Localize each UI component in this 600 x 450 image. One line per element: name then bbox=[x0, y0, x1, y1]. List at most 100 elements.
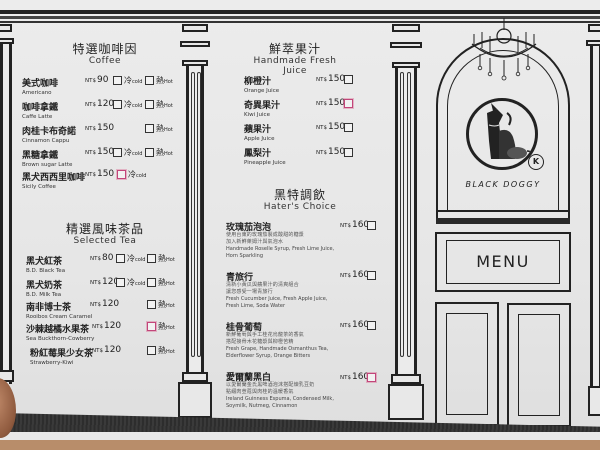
hot-label: 熱Hot bbox=[156, 148, 173, 157]
hot-checkbox[interactable] bbox=[147, 346, 156, 355]
price: NT$120 bbox=[92, 345, 122, 355]
cold-label: 冷cold bbox=[127, 278, 146, 287]
hot-checkbox[interactable] bbox=[145, 124, 154, 133]
price: NT$150 bbox=[316, 147, 346, 157]
item-description: 清新小黃瓜與蘋果汁的清爽組合讓您感受一場青旅行 Fresh Cucumber J… bbox=[226, 282, 328, 309]
price: NT$150 bbox=[316, 98, 346, 108]
order-checkbox-marked[interactable] bbox=[344, 99, 353, 108]
hot-label: 熱Hot bbox=[158, 278, 175, 287]
order-checkbox-marked[interactable] bbox=[367, 373, 376, 382]
order-checkbox[interactable] bbox=[344, 75, 353, 84]
price: NT$120 bbox=[90, 277, 120, 287]
cold-label: 冷cold bbox=[124, 76, 143, 85]
arch-base-line bbox=[436, 210, 570, 212]
cold-checkbox[interactable] bbox=[113, 76, 122, 85]
brand-name: BLACK DOGGY bbox=[465, 180, 541, 189]
black-doggy-logo bbox=[466, 98, 538, 170]
door-divider bbox=[436, 218, 570, 224]
price: NT$90 bbox=[85, 75, 109, 85]
price: NT$150 bbox=[85, 147, 115, 157]
cold-checkbox[interactable] bbox=[113, 148, 122, 157]
hot-checkbox-marked[interactable] bbox=[147, 322, 156, 331]
juice-section-title: 鮮萃果汁 bbox=[268, 42, 321, 56]
cold-checkbox[interactable] bbox=[116, 278, 125, 287]
order-checkbox[interactable] bbox=[344, 123, 353, 132]
order-checkbox[interactable] bbox=[367, 221, 376, 230]
item-description: 使用台東的玫瑰茄製成酸甜的糖漿加入新鮮萊姆汁與氣泡水 Handmade Rose… bbox=[226, 232, 335, 259]
logo-tag: K bbox=[528, 154, 544, 170]
hot-checkbox[interactable] bbox=[147, 278, 156, 287]
tea-section-title: 精選風味茶品 bbox=[65, 222, 144, 236]
cold-checkbox[interactable] bbox=[116, 254, 125, 263]
hot-label: 熱Hot bbox=[156, 76, 173, 85]
price: NT$150 bbox=[85, 123, 115, 133]
cold-label: 冷cold bbox=[124, 100, 143, 109]
menu-panel-inner-frame bbox=[446, 240, 560, 284]
top-border bbox=[0, 10, 600, 14]
order-checkbox[interactable] bbox=[367, 271, 376, 280]
door-arch-inner bbox=[447, 50, 559, 212]
finger bbox=[0, 378, 16, 438]
price: NT$150 bbox=[316, 74, 346, 84]
hot-checkbox[interactable] bbox=[145, 100, 154, 109]
haters-section-subtitle: Hater's Choice bbox=[263, 202, 337, 212]
price: NT$160 bbox=[340, 320, 370, 330]
menu-item-roselle-bubbles: 玫瑰茄泡泡 bbox=[226, 223, 272, 233]
menu-item-irish-black-white: 愛爾蘭黑白 bbox=[226, 373, 272, 383]
menu-panel-frame bbox=[435, 232, 571, 292]
hot-label: 熱Hot bbox=[158, 254, 175, 263]
order-checkbox[interactable] bbox=[367, 321, 376, 330]
cold-label: 冷cold bbox=[127, 254, 146, 263]
cold-label: 冷cold bbox=[128, 170, 147, 179]
hot-label: 熱Hot bbox=[156, 124, 173, 133]
top-border bbox=[0, 21, 600, 23]
cold-checkbox-marked[interactable] bbox=[117, 170, 126, 179]
item-description: 新鮮葡萄與手工桂花烏龍茶的香氣搭配接骨木花糖漿與柳橙苦精 Fresh Grape… bbox=[226, 332, 329, 359]
price: NT$160 bbox=[340, 372, 370, 382]
door-arch bbox=[436, 38, 570, 218]
menu-item-green-journey: 青旅行 bbox=[226, 273, 254, 283]
door-panel-right-inner bbox=[518, 314, 560, 416]
hot-label: 熱Hot bbox=[158, 322, 175, 331]
hot-checkbox[interactable] bbox=[145, 76, 154, 85]
price: NT$120 bbox=[90, 299, 120, 309]
order-checkbox[interactable] bbox=[344, 148, 353, 157]
coffee-section-subtitle: Coffee bbox=[88, 56, 122, 66]
price: NT$120 bbox=[92, 321, 122, 331]
hot-checkbox[interactable] bbox=[145, 148, 154, 157]
cold-label: 冷cold bbox=[124, 148, 143, 157]
item-description: 以愛爾蘭金氏黑啤酒泡沫搭配煉乳豆奶點綴肉荳蔻與肉桂的溫暖香氣 Ireland G… bbox=[226, 382, 334, 409]
hot-checkbox[interactable] bbox=[147, 300, 156, 309]
cold-checkbox[interactable] bbox=[113, 100, 122, 109]
juice-section-subtitle: Handmade Fresh Juice bbox=[253, 56, 337, 76]
haters-section-title: 黑特調飲 bbox=[273, 188, 326, 202]
price: NT$160 bbox=[340, 220, 370, 230]
hot-checkbox[interactable] bbox=[147, 254, 156, 263]
price: NT$120 bbox=[85, 99, 115, 109]
price: NT$150 bbox=[316, 122, 346, 132]
menu-label: MENU bbox=[476, 252, 530, 271]
hot-label: 熱Hot bbox=[158, 300, 175, 309]
door-panel-left-inner bbox=[446, 313, 488, 415]
price: NT$80 bbox=[90, 253, 114, 263]
price: NT$150 bbox=[85, 169, 115, 179]
table-surface bbox=[0, 440, 600, 450]
price: NT$160 bbox=[340, 270, 370, 280]
dog-icon bbox=[487, 103, 532, 159]
menu-item-osmanthus-grape: 桂骨葡萄 bbox=[226, 323, 263, 333]
hot-label: 熱Hot bbox=[158, 346, 175, 355]
hot-label: 熱Hot bbox=[156, 100, 173, 109]
tea-section-subtitle: Selected Tea bbox=[73, 236, 137, 246]
